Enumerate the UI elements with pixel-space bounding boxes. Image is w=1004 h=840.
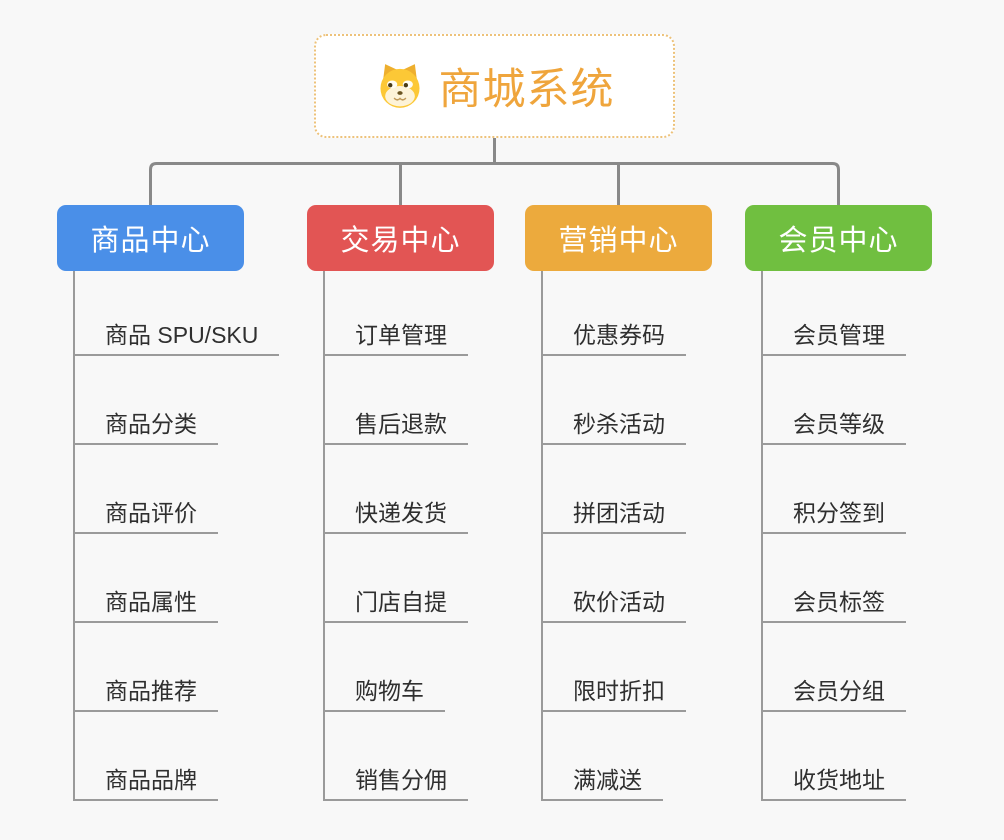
subtopic[interactable]: 门店自提 — [323, 587, 468, 623]
subtopic[interactable]: 商品评价 — [73, 498, 218, 534]
subtopic[interactable]: 会员管理 — [761, 320, 906, 356]
subtopic[interactable]: 优惠券码 — [541, 320, 686, 356]
subtopic-label: 商品 SPU/SKU — [105, 322, 259, 348]
subtopic[interactable]: 商品品牌 — [73, 765, 218, 801]
subtopic-label: 会员分组 — [793, 678, 885, 704]
subtopic-label: 订单管理 — [355, 322, 447, 348]
subtopic-label: 购物车 — [355, 678, 424, 704]
subtopic-label: 商品推荐 — [105, 678, 197, 704]
branch-4: 会员中心会员管理会员等级积分签到会员标签会员分组收货地址 — [745, 205, 932, 801]
subtopic[interactable]: 积分签到 — [761, 498, 906, 534]
branch-topic[interactable]: 商品中心 — [57, 205, 244, 271]
subtopic-label: 会员等级 — [793, 411, 885, 437]
subtopic-label: 售后退款 — [355, 411, 447, 437]
branch-topic[interactable]: 会员中心 — [745, 205, 932, 271]
branch-topic-label: 营销中心 — [558, 225, 679, 257]
subtopic-label: 优惠券码 — [573, 322, 665, 348]
subtopic-label: 拼团活动 — [573, 500, 665, 526]
subtopic-label: 限时折扣 — [573, 678, 665, 704]
branch-2: 交易中心订单管理售后退款快递发货门店自提购物车销售分佣 — [307, 205, 494, 801]
subtopic[interactable]: 订单管理 — [323, 320, 468, 356]
subtopic-label: 商品属性 — [105, 589, 197, 615]
subtopic[interactable]: 商品属性 — [73, 587, 218, 623]
branch-trunk-line — [323, 271, 325, 800]
subtopic[interactable]: 秒杀活动 — [541, 409, 686, 445]
branch-topic-label: 交易中心 — [340, 225, 461, 257]
subtopic-label: 会员标签 — [793, 589, 885, 615]
subtopic[interactable]: 会员标签 — [761, 587, 906, 623]
subtopic-label: 砍价活动 — [573, 589, 665, 615]
subtopic[interactable]: 拼团活动 — [541, 498, 686, 534]
branch-topic-label: 会员中心 — [778, 225, 899, 257]
subtopic[interactable]: 会员等级 — [761, 409, 906, 445]
subtopic[interactable]: 砍价活动 — [541, 587, 686, 623]
subtopic[interactable]: 会员分组 — [761, 676, 906, 712]
branch-topic[interactable]: 交易中心 — [307, 205, 494, 271]
root-topic-title: 商城系统 — [438, 66, 615, 114]
subtopic-label: 门店自提 — [355, 589, 447, 615]
subtopic[interactable]: 购物车 — [323, 676, 445, 712]
subtopic-label: 满减送 — [573, 767, 642, 793]
subtopic[interactable]: 收货地址 — [761, 765, 906, 801]
subtopic[interactable]: 售后退款 — [323, 409, 468, 445]
branch-topic[interactable]: 营销中心 — [525, 205, 712, 271]
branch-trunk-line — [761, 271, 763, 800]
branch-trunk-line — [73, 271, 75, 800]
subtopic[interactable]: 商品 SPU/SKU — [73, 320, 280, 356]
subtopic[interactable]: 商品分类 — [73, 409, 218, 445]
dog-face-icon — [379, 64, 420, 108]
subtopic-label: 销售分佣 — [355, 767, 447, 793]
subtopic[interactable]: 商品推荐 — [73, 676, 218, 712]
subtopic[interactable]: 销售分佣 — [323, 765, 468, 801]
subtopic-label: 会员管理 — [793, 322, 885, 348]
subtopic-label: 商品分类 — [105, 411, 197, 437]
subtopic-label: 收货地址 — [793, 767, 885, 793]
branch-topic-label: 商品中心 — [90, 225, 211, 257]
subtopic-label: 商品品牌 — [105, 767, 197, 793]
subtopic-label: 秒杀活动 — [573, 411, 665, 437]
subtopic-label: 商品评价 — [105, 500, 197, 526]
branch-3: 营销中心优惠券码秒杀活动拼团活动砍价活动限时折扣满减送 — [525, 205, 712, 801]
branch-1: 商品中心商品 SPU/SKU 商品分类商品评价商品属性商品推荐商品品牌 — [57, 205, 280, 801]
subtopic-label: 快递发货 — [355, 500, 447, 526]
subtopic[interactable]: 限时折扣 — [541, 676, 686, 712]
root-topic[interactable]: 商城系统 — [314, 34, 675, 138]
branch-trunk-line — [541, 271, 543, 800]
subtopic-label: 积分签到 — [793, 500, 885, 526]
subtopic[interactable]: 快递发货 — [323, 498, 468, 534]
subtopic[interactable]: 满减送 — [541, 765, 663, 801]
